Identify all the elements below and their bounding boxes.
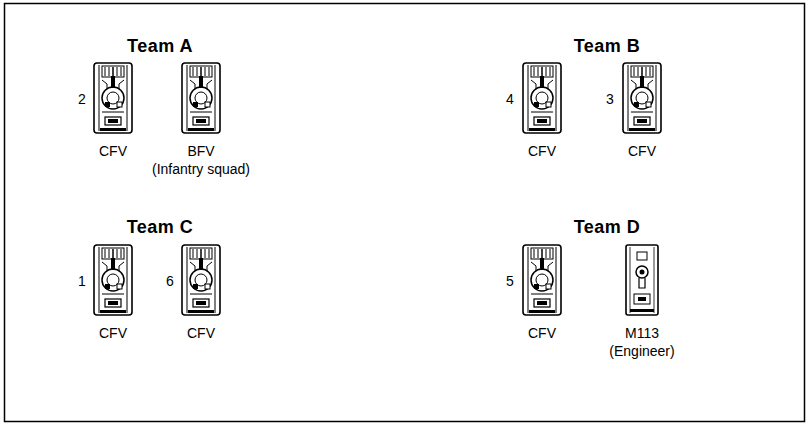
vehicle-label: CFV (187, 325, 215, 341)
vehicle-label: (Infantry squad) (152, 161, 250, 177)
team-heading: Team A (127, 36, 193, 57)
vehicle-label: (Engineer) (609, 343, 674, 359)
cfv-icon (523, 245, 561, 315)
vehicle-label: CFV (528, 325, 556, 341)
cfv-icon (523, 63, 561, 133)
vehicle-label: CFV (99, 143, 127, 159)
callout-number: 5 (506, 273, 514, 289)
team-heading: Team C (127, 217, 194, 238)
bfv-icon (182, 63, 220, 133)
callout-number: 4 (506, 91, 514, 107)
callout-number: 1 (78, 273, 86, 289)
vehicle-label: CFV (528, 143, 556, 159)
team-heading: Team B (574, 36, 641, 57)
callout-number: 2 (78, 91, 86, 107)
vehicle-label: M113 (625, 325, 659, 341)
cfv-icon (182, 245, 220, 315)
vehicle-label: CFV (99, 325, 127, 341)
callout-number: 6 (166, 273, 174, 289)
cfv-icon (94, 245, 132, 315)
cfv-icon (94, 63, 132, 133)
vehicle-label: BFV (187, 143, 214, 159)
cfv-icon (623, 63, 661, 133)
team-heading: Team D (574, 217, 641, 238)
m113-icon (626, 245, 658, 315)
callout-number: 3 (606, 91, 614, 107)
vehicle-label: CFV (628, 143, 656, 159)
frame (5, 4, 805, 422)
